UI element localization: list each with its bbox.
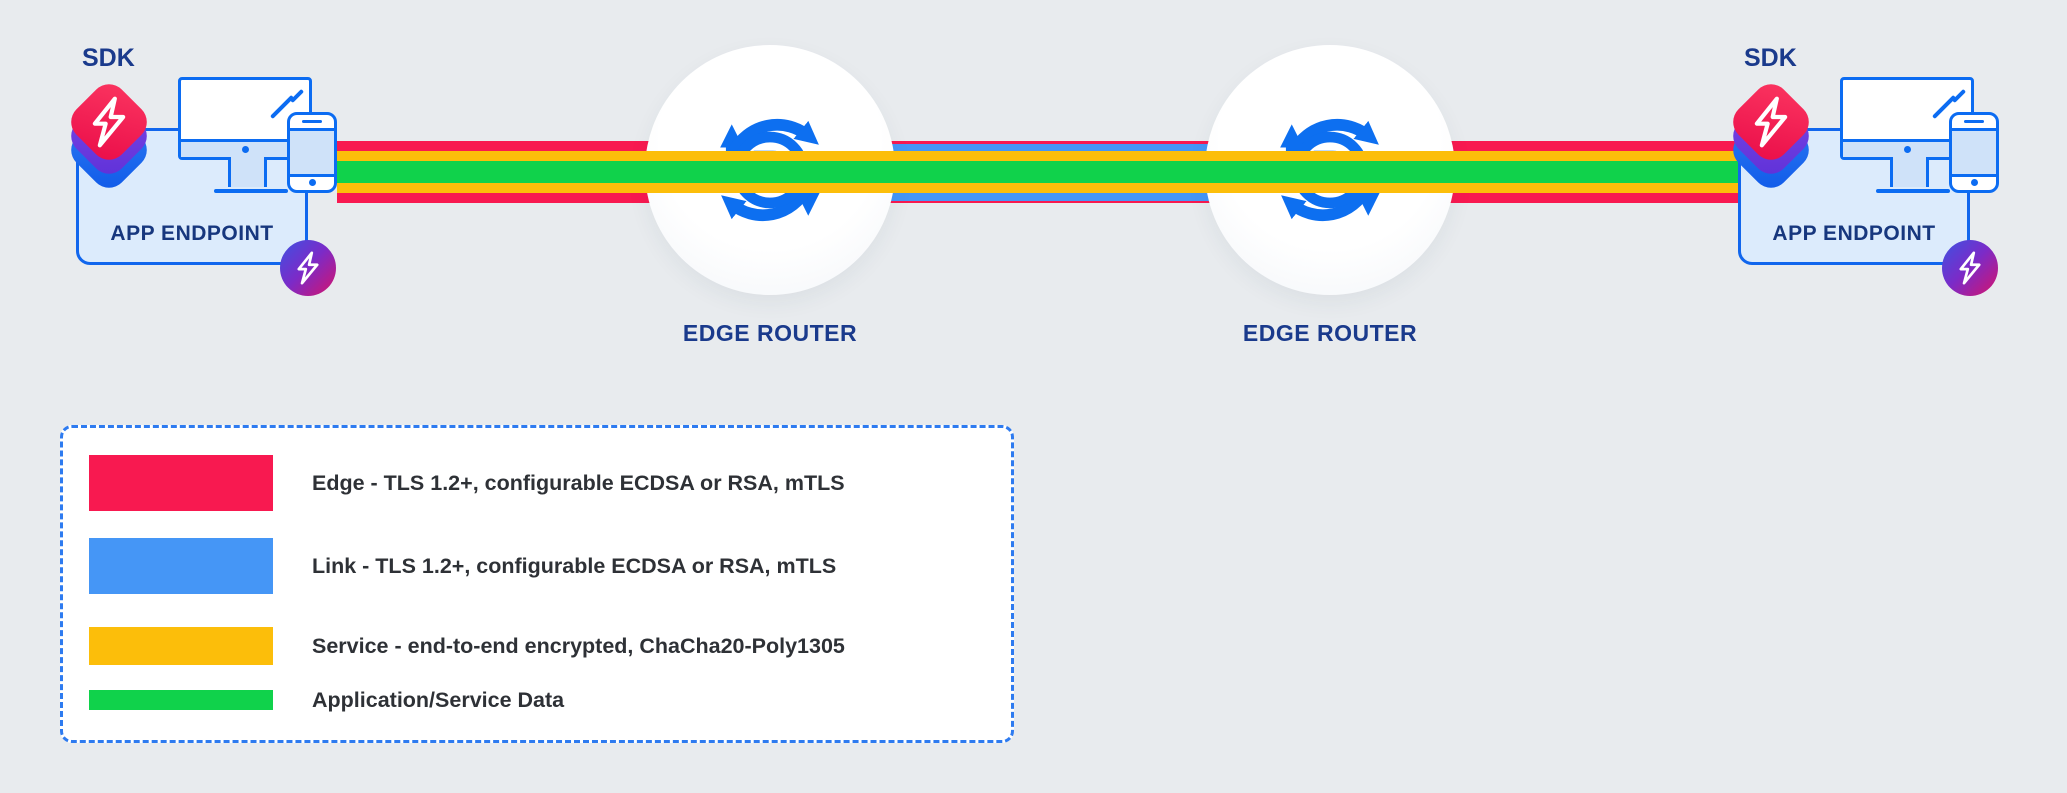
monitor-stand xyxy=(228,157,267,187)
monitor-base xyxy=(1876,189,1950,193)
legend-label-application: Application/Service Data xyxy=(312,687,565,712)
edge-router-label-left: EDGE ROUTER xyxy=(682,320,858,346)
legend-swatch-application xyxy=(89,690,273,710)
sdk-label: SDK xyxy=(1744,44,1797,72)
legend-label-edge: Edge - TLS 1.2+, configurable ECDSA or R… xyxy=(312,470,845,495)
app-endpoint-label: APP ENDPOINT xyxy=(110,222,274,245)
legend-swatch-edge xyxy=(89,455,273,511)
ziti-badge-icon xyxy=(280,240,336,296)
service-stripe-top xyxy=(337,151,1742,161)
ziti-bolt-icon xyxy=(1751,96,1791,148)
ziti-bolt-icon xyxy=(297,251,319,285)
legend-box: Edge - TLS 1.2+, configurable ECDSA or R… xyxy=(60,425,1014,743)
sdk-label: SDK xyxy=(82,44,135,72)
legend-label-link: Link - TLS 1.2+, configurable ECDSA or R… xyxy=(312,553,837,578)
legend-swatch-link xyxy=(89,538,273,594)
app-endpoint-left: APP ENDPOINT SDK xyxy=(40,20,385,320)
ziti-bolt-icon xyxy=(1959,251,1981,285)
smartphone-icon xyxy=(287,112,337,193)
edge-router-label-right: EDGE ROUTER xyxy=(1242,320,1418,346)
ziti-bolt-icon xyxy=(89,96,129,148)
service-stripe-bottom xyxy=(337,183,1742,193)
legend-label-service: Service - end-to-end encrypted, ChaCha20… xyxy=(312,633,845,658)
monitor-base xyxy=(214,189,288,193)
monitor-stand xyxy=(1890,157,1929,187)
smartphone-icon xyxy=(1949,112,1999,193)
link-tls-stripe-bottom xyxy=(770,192,1330,201)
link-tls-stripe-top xyxy=(770,144,1330,153)
legend-swatch-service xyxy=(89,627,273,665)
app-endpoint-label: APP ENDPOINT xyxy=(1772,222,1936,245)
ziti-badge-icon xyxy=(1942,240,1998,296)
app-endpoint-right: APP ENDPOINT SDK xyxy=(1702,20,2047,320)
application-data-stripe xyxy=(337,161,1742,183)
